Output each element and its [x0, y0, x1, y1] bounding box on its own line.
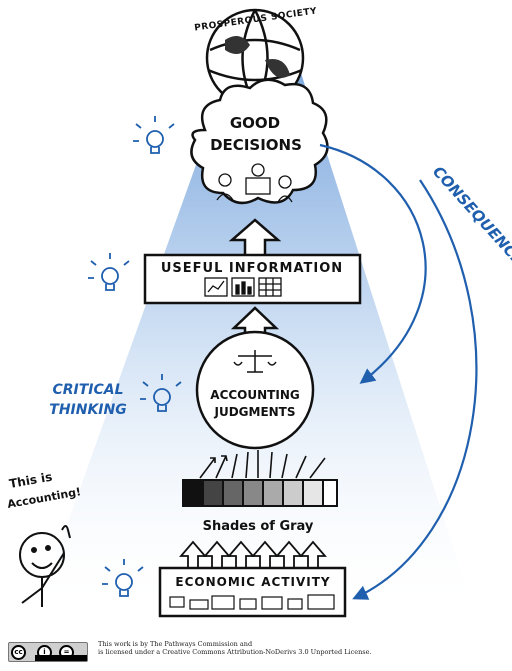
good-decisions-line1: GOOD: [230, 114, 280, 132]
license-line-1: This work is by The Pathways Commission …: [98, 640, 253, 648]
accounting-judgments-line1: ACCOUNTING: [210, 388, 299, 402]
consequences-arrow-to-economy: [352, 179, 478, 600]
smiling-person-icon: [19, 525, 71, 607]
license-text: This work is by The Pathways Commission …: [98, 640, 372, 656]
license-footer: cc i = This work is by The Pathways Comm…: [8, 640, 508, 666]
useful-information-label: USEFUL INFORMATION: [161, 261, 343, 276]
lightbulb-icon: [133, 116, 175, 154]
shades-of-gray-label: Shades of Gray: [203, 519, 314, 534]
economic-activity-box: [158, 566, 347, 618]
accounting-judgments-line2: JUDGMENTS: [213, 405, 295, 419]
scale-icon: [233, 350, 277, 373]
economic-activity-label: ECONOMIC ACTIVITY: [175, 575, 330, 589]
cc-by-nd-badge[interactable]: cc i =: [8, 642, 88, 662]
upward-arrows-row: [179, 540, 327, 569]
license-line-2[interactable]: is licensed under a Creative Commons Att…: [98, 648, 372, 656]
critical-thinking-line1: CRITICAL: [52, 382, 123, 398]
good-decisions-cloud: [190, 78, 329, 205]
economy-icons: [169, 594, 335, 610]
critical-thinking-line2: THINKING: [49, 402, 126, 418]
lightbulb-icon: [140, 374, 182, 412]
shades-of-gray-bar: [182, 479, 338, 507]
this-is-accounting-line1: This is: [8, 470, 53, 491]
lightbulb-icon: [102, 559, 144, 597]
badge-label-bar: [35, 655, 87, 661]
accounting-judgments-circle: [195, 330, 315, 450]
report-icons: [204, 277, 282, 297]
people-icon: [216, 163, 293, 203]
cc-icon: cc: [11, 645, 26, 660]
good-decisions-line2: DECISIONS: [210, 136, 302, 154]
lightbulb-icon: [88, 253, 130, 291]
consequences-arrow-to-judgments: [319, 143, 427, 384]
thin-arrows: [199, 450, 326, 479]
